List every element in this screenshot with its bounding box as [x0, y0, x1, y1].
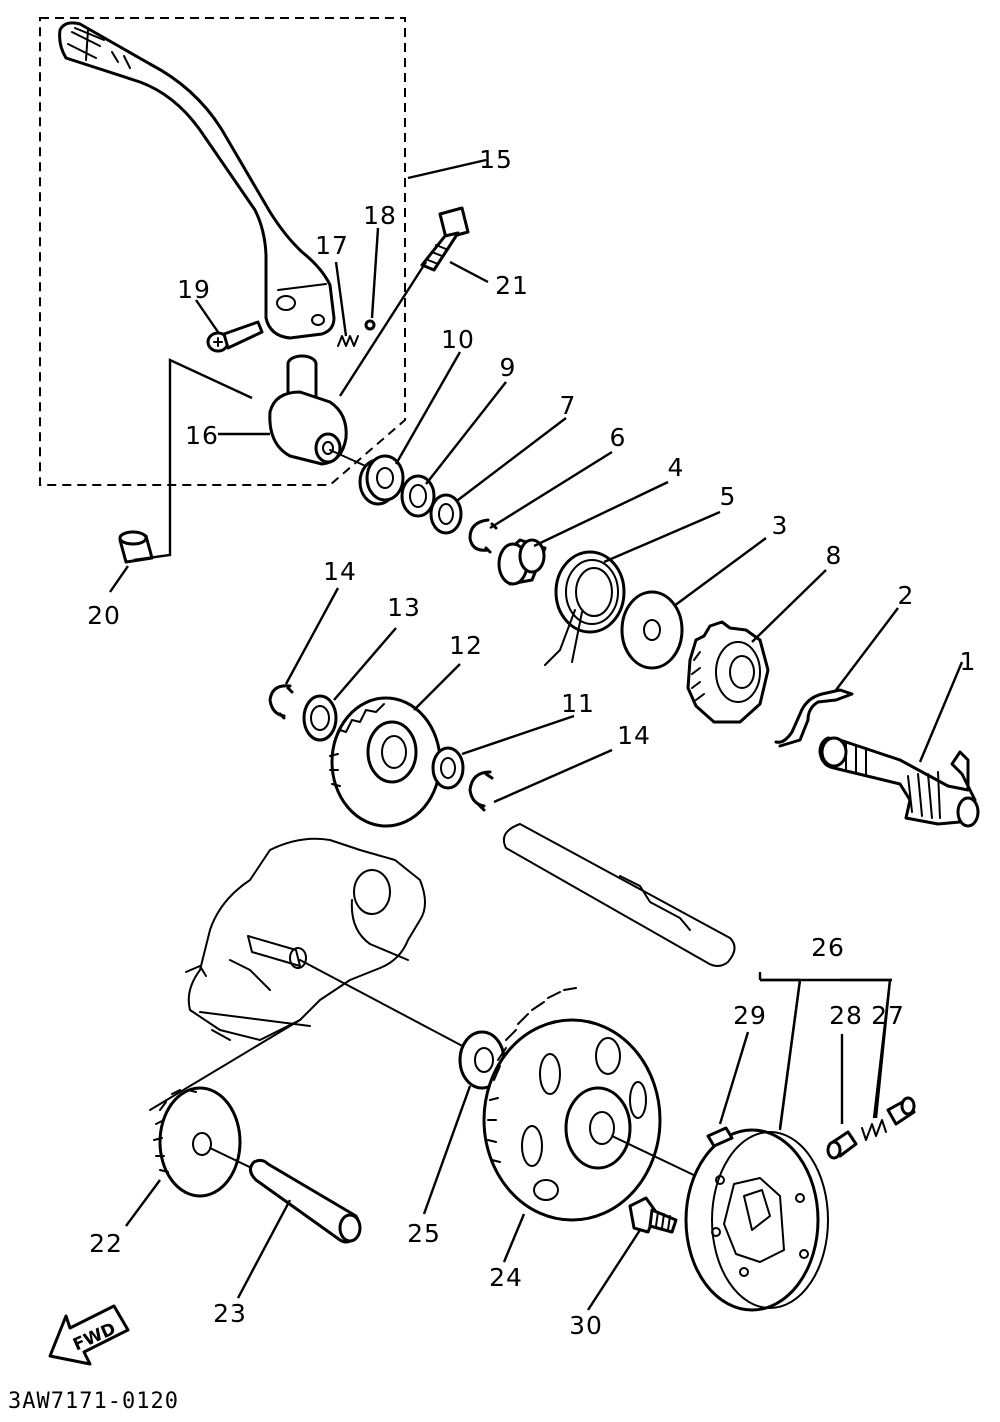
torsion-spring-5 [544, 550, 626, 666]
circlip-6 [468, 518, 498, 554]
label-part-4: 4 [668, 453, 685, 482]
washer-9 [400, 474, 436, 518]
label-part-25: 25 [407, 1219, 441, 1248]
label-part-29: 29 [733, 1001, 767, 1030]
circlip-14a [268, 684, 294, 720]
circlip-14b [468, 770, 494, 812]
idle-gear-22 [153, 1086, 242, 1198]
label-part-22: 22 [89, 1229, 123, 1258]
label-part-24: 24 [489, 1263, 523, 1292]
bearing-10 [358, 454, 405, 506]
label-part-13: 13 [387, 593, 421, 622]
kick-lever [58, 21, 336, 340]
washer-3 [620, 590, 684, 670]
washer-7 [429, 493, 463, 535]
bushing-20 [118, 530, 154, 564]
kick-shaft-1 [818, 736, 980, 828]
label-part-20: 20 [87, 601, 121, 630]
label-part-12: 12 [449, 631, 483, 660]
label-part-1: 1 [960, 647, 977, 676]
bolt-30 [628, 1196, 678, 1234]
label-part-19: 19 [177, 275, 211, 304]
spring-clip-2 [774, 688, 854, 748]
idle-shaft-ghost [502, 823, 736, 967]
forward-direction-arrow: FWD [48, 1304, 130, 1366]
label-part-15: 15 [479, 145, 513, 174]
label-part-5: 5 [720, 482, 737, 511]
label-part-18: 18 [363, 201, 397, 230]
starter-clutch-26 [684, 1128, 829, 1312]
kick-boss [268, 354, 348, 466]
leader-lines [109, 158, 964, 1311]
washer-13 [302, 694, 338, 742]
label-part-6: 6 [610, 423, 627, 452]
label-part-2: 2 [898, 581, 915, 610]
label-part-23: 23 [213, 1299, 247, 1328]
label-part-10: 10 [441, 325, 475, 354]
label-part-16: 16 [185, 421, 219, 450]
crankcase-ghost [185, 837, 426, 1041]
label-part-17: 17 [315, 231, 349, 260]
axis-line-24 [611, 1135, 701, 1179]
label-part-21: 21 [495, 271, 529, 300]
label-part-30: 30 [569, 1311, 603, 1340]
plunger-28 [826, 1130, 858, 1160]
label-part-8: 8 [826, 541, 843, 570]
drawing-code: 3AW7171-0120 [8, 1389, 179, 1414]
washer-11 [431, 746, 465, 790]
ball-18 [364, 319, 376, 331]
label-part-14a: 14 [323, 557, 357, 586]
label-part-26: 26 [811, 933, 845, 962]
label-part-9: 9 [500, 353, 517, 382]
label-part-28: 28 [829, 1001, 863, 1030]
spring-17 [337, 335, 359, 347]
part-labels: 1 2 3 4 5 6 7 8 9 10 11 12 13 14 14 15 1… [87, 145, 977, 1340]
axis-line-22 [149, 1019, 301, 1111]
spring-27 [861, 1096, 916, 1141]
collar-4 [497, 538, 547, 586]
kick-lever-group-box [39, 17, 406, 486]
label-part-27: 27 [871, 1001, 905, 1030]
assembly-axis [329, 449, 371, 469]
bolt-19 [206, 320, 264, 353]
starter-gear-24 [482, 987, 662, 1222]
label-part-14b: 14 [617, 721, 651, 750]
shaft-23 [249, 1158, 362, 1244]
label-part-11: 11 [561, 689, 595, 718]
axis-line-25 [299, 959, 471, 1051]
label-part-7: 7 [560, 391, 577, 420]
ratchet-wheel-8 [686, 620, 770, 724]
bolt-21 [420, 206, 470, 272]
kick-idle-gear-12 [329, 696, 442, 828]
roller-29 [706, 1126, 734, 1148]
label-part-3: 3 [772, 511, 789, 540]
